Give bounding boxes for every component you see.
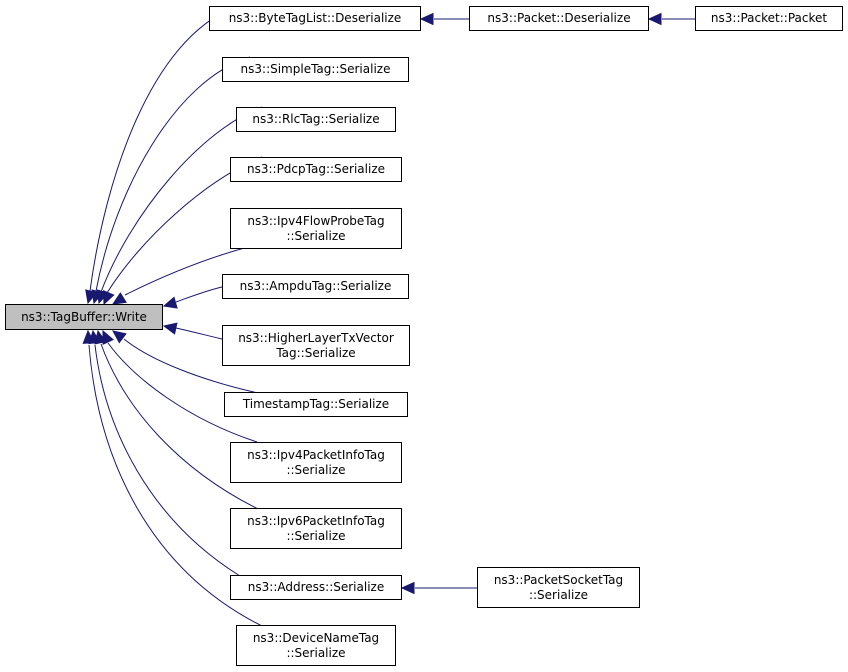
call-edge (100, 106, 263, 293)
node-label-line: ::Serialize (286, 528, 346, 543)
node-label-line: ns3::PdcpTag::Serialize (246, 162, 386, 176)
node-bytetaglist-deserialize[interactable]: ns3::ByteTagList::Deserialize (209, 6, 421, 31)
edge-arrowhead (419, 12, 434, 26)
call-edge (107, 342, 258, 443)
node-packet-deserialize[interactable]: ns3::Packet::Deserialize (469, 6, 649, 31)
node-label-line: ns3::TagBuffer::Write (21, 309, 147, 324)
node-pdcptag-serialize[interactable]: ns3::PdcpTag::Serialize (230, 157, 402, 182)
node-label-line: ns3::Address::Serialize (247, 580, 385, 594)
node-higherlayertxvectortag-serialize[interactable]: ns3::HigherLayerTxVector Tag::Serialize (222, 325, 410, 366)
edge-arrowhead (162, 296, 178, 309)
edge-arrowhead (400, 581, 415, 595)
node-label-line: ns3::Ipv6PacketInfoTag (247, 513, 385, 528)
call-edge (124, 246, 249, 296)
edge-arrowhead (82, 329, 96, 344)
node-label-line: ns3::Ipv4PacketInfoTag (247, 447, 385, 462)
node-label-line: ns3::Packet::Packet (710, 11, 828, 25)
edge-arrowhead (112, 330, 127, 344)
call-edge (175, 286, 223, 303)
edge-arrowhead (111, 292, 127, 305)
edge-arrowhead (103, 290, 115, 306)
call-edge (95, 56, 251, 292)
node-ipv4flowprobetag-serialize[interactable]: ns3::Ipv4FlowProbeTag ::Serialize (230, 208, 402, 249)
node-address-serialize[interactable]: ns3::Address::Serialize (230, 575, 402, 600)
node-ipv4packetinfotag-serialize[interactable]: ns3::Ipv4PacketInfoTag ::Serialize (230, 442, 402, 483)
edge-arrowhead (162, 322, 178, 335)
call-edge (175, 327, 223, 340)
call-edge (94, 344, 241, 577)
call-edge (89, 6, 236, 292)
node-label-line: ns3::RlcTag::Serialize (252, 112, 380, 126)
node-label-line: ns3::PacketSocketTag (493, 572, 624, 587)
node-timestamptag-serialize[interactable]: TimestampTag::Serialize (224, 392, 408, 417)
node-label-line: Tag::Serialize (276, 345, 356, 360)
node-label-line: ::Serialize (286, 228, 346, 243)
node-label-line: ns3::Ipv4FlowProbeTag (247, 213, 385, 228)
call-edge (100, 343, 259, 510)
node-ipv6packetinfotag-serialize[interactable]: ns3::Ipv6PacketInfoTag ::Serialize (230, 508, 402, 549)
node-label-line: ns3::SimpleTag::Serialize (240, 62, 391, 76)
node-simpletag-serialize[interactable]: ns3::SimpleTag::Serialize (222, 57, 409, 82)
node-label-line: ::Serialize (286, 462, 346, 477)
node-packet-packet[interactable]: ns3::Packet::Packet (695, 6, 843, 31)
node-rlctag-serialize[interactable]: ns3::RlcTag::Serialize (236, 107, 396, 132)
node-label-line: ::Serialize (286, 645, 346, 660)
node-packetsockettag-serialize[interactable]: ns3::PacketSocketTag ::Serialize (477, 567, 640, 608)
call-edge (88, 344, 263, 627)
node-tagbuffer-write: ns3::TagBuffer::Write (5, 304, 163, 330)
node-label-line: ns3::DeviceNameTag (252, 630, 380, 645)
node-label-line: TimestampTag::Serialize (242, 397, 390, 411)
node-ampdutag-serialize[interactable]: ns3::AmpduTag::Serialize (222, 274, 409, 299)
node-label-line: ns3::Packet::Deserialize (487, 11, 631, 25)
node-label-line: ::Serialize (528, 587, 589, 602)
node-devicenametag-serialize[interactable]: ns3::DeviceNameTag ::Serialize (236, 625, 396, 666)
node-label-line: ns3::ByteTagList::Deserialize (228, 11, 402, 25)
call-edge (123, 338, 259, 394)
node-label-line: ns3::AmpduTag::Serialize (239, 279, 392, 293)
node-label-line: ns3::HigherLayerTxVector (238, 330, 394, 345)
edge-arrowhead (647, 12, 662, 26)
